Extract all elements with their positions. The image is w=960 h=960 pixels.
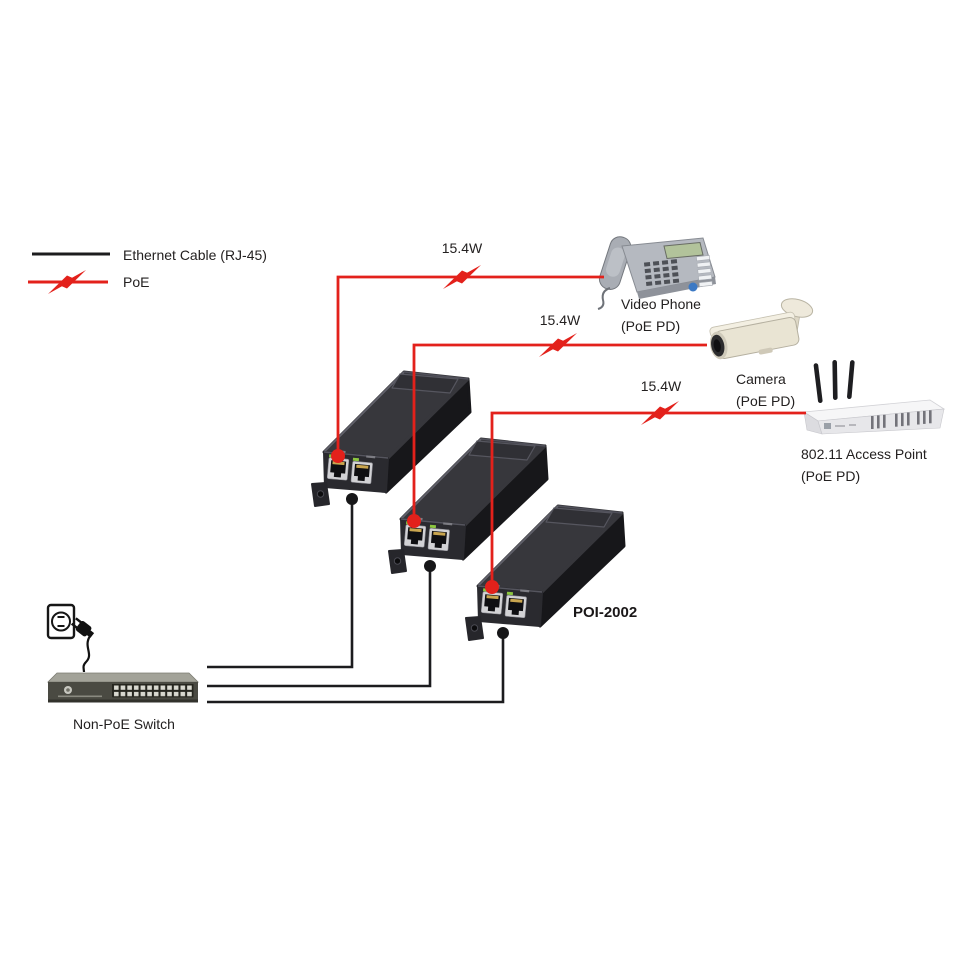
camera-image [709,298,814,360]
power-label-2: 15.4W [539,312,581,328]
switch-label: Non-PoE Switch [73,716,175,732]
antenna-icons [813,360,855,403]
camera-name: Camera [736,371,786,387]
poe-connection-dot-3 [485,580,499,594]
power-plug-icon [70,617,95,673]
ethernet-connection-dot-3 [497,627,509,639]
poe-line-1 [336,275,604,456]
access-point-name: 802.11 Access Point [801,446,927,462]
power-cable [82,635,91,673]
power-label-3: 15.4W [640,378,682,394]
poe-connection-dot-1 [331,449,345,463]
poe-line-3 [490,411,806,587]
video-phone-label: Video Phone (PoE PD) [621,293,701,337]
ethernet-line-3 [207,633,505,704]
injector-model-label: POI-2002 [573,604,638,621]
video-phone-type: (PoE PD) [621,318,681,334]
legend-poe-label: PoE [123,274,150,290]
non-poe-switch-image [47,672,199,703]
access-point-image [802,360,946,435]
power-outlet-icon [46,603,76,640]
ethernet-line-1 [207,499,354,669]
access-point-label: 802.11 Access Point (PoE PD) [801,443,927,487]
video-phone-name: Video Phone [621,296,701,312]
ethernet-connection-dot-2 [424,560,436,572]
video-phone-image [597,236,716,310]
camera-type: (PoE PD) [736,393,796,409]
camera-label: Camera (PoE PD) [736,368,795,412]
ethernet-line-2 [207,566,432,688]
power-label-1: 15.4W [441,240,483,256]
poe-line-2 [412,343,707,521]
access-point-type: (PoE PD) [801,468,861,484]
poe-connection-dot-2 [407,514,421,528]
ethernet-connection-dot-1 [346,493,358,505]
legend-ethernet-label: Ethernet Cable (RJ-45) [123,247,267,263]
